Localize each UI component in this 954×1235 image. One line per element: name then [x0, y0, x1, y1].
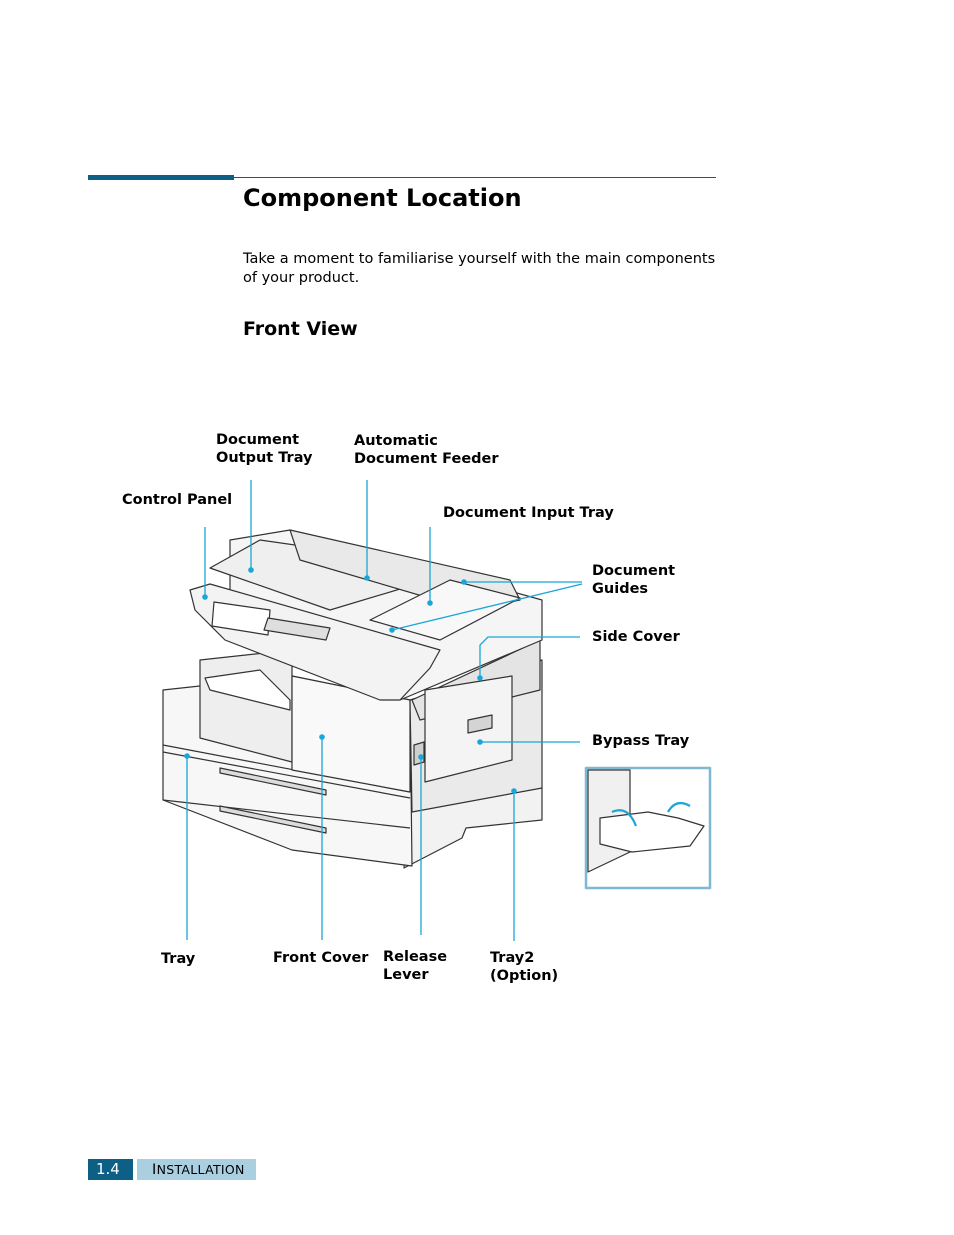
callout-dot-front-cover: [319, 734, 325, 740]
section-name-initial: I: [152, 1162, 157, 1178]
label-front-cover: Front Cover: [273, 950, 369, 966]
callout-dot-document-guides-a: [461, 579, 467, 585]
label-tray2: Tray2 (Option): [490, 950, 559, 984]
callout-dot-document-guides-b: [389, 627, 395, 633]
inset-arrow-extend: [667, 801, 691, 813]
page-title: Component Location: [243, 184, 522, 212]
label-automatic-document-feeder: Automatic Document Feeder: [354, 433, 499, 467]
callout-dot-tray2: [511, 788, 517, 794]
label-tray: Tray: [161, 951, 196, 967]
callout-dot-document-output-tray: [248, 567, 254, 573]
callout-dot-release-lever: [418, 754, 424, 760]
label-side-cover: Side Cover: [592, 629, 680, 645]
label-control-panel: Control Panel: [122, 492, 233, 508]
display-window: [263, 617, 331, 641]
callout-dot-control-panel: [202, 594, 208, 600]
intro-paragraph: Take a moment to familiarise yourself wi…: [243, 251, 716, 286]
release-lever-handle: [413, 741, 425, 766]
label-document-guides: Document Guides: [592, 563, 676, 597]
header-rule-thick: [88, 175, 234, 180]
callout-dot-side-cover: [477, 675, 483, 681]
label-release-lever: Release Lever: [383, 949, 448, 983]
label-document-input-tray: Document Input Tray: [443, 505, 614, 521]
label-bypass-tray: Bypass Tray: [592, 733, 690, 749]
page-number-box: [88, 1159, 133, 1180]
section-title-front-view: Front View: [243, 318, 358, 340]
page-number: 1.4: [96, 1160, 120, 1178]
keypad: [211, 601, 271, 636]
callout-dot-document-input-tray: [427, 600, 433, 606]
header-rule-thin: [234, 177, 716, 178]
inset-open-tray: [599, 811, 705, 853]
tray-handle: [219, 767, 327, 796]
tray2-handle: [219, 805, 327, 834]
section-name-box: [137, 1159, 256, 1180]
tray2-drawer: [162, 799, 411, 829]
section-name-rest: NSTALLATION: [156, 1162, 245, 1177]
bypass-tray-handle: [467, 714, 493, 734]
callout-dot-adf: [364, 575, 370, 581]
label-document-output-tray: Document Output Tray: [216, 432, 313, 466]
inset-arrow-open: [611, 809, 638, 827]
callout-line-side-cover: [479, 636, 580, 678]
output-paper: [204, 669, 291, 711]
section-name: INSTALLATION: [152, 1161, 245, 1179]
callout-line-document-guides-b: [391, 583, 583, 631]
document-input-tray-shape: [369, 579, 521, 641]
callout-dot-tray: [184, 753, 190, 759]
callout-dot-bypass-tray: [477, 739, 483, 745]
